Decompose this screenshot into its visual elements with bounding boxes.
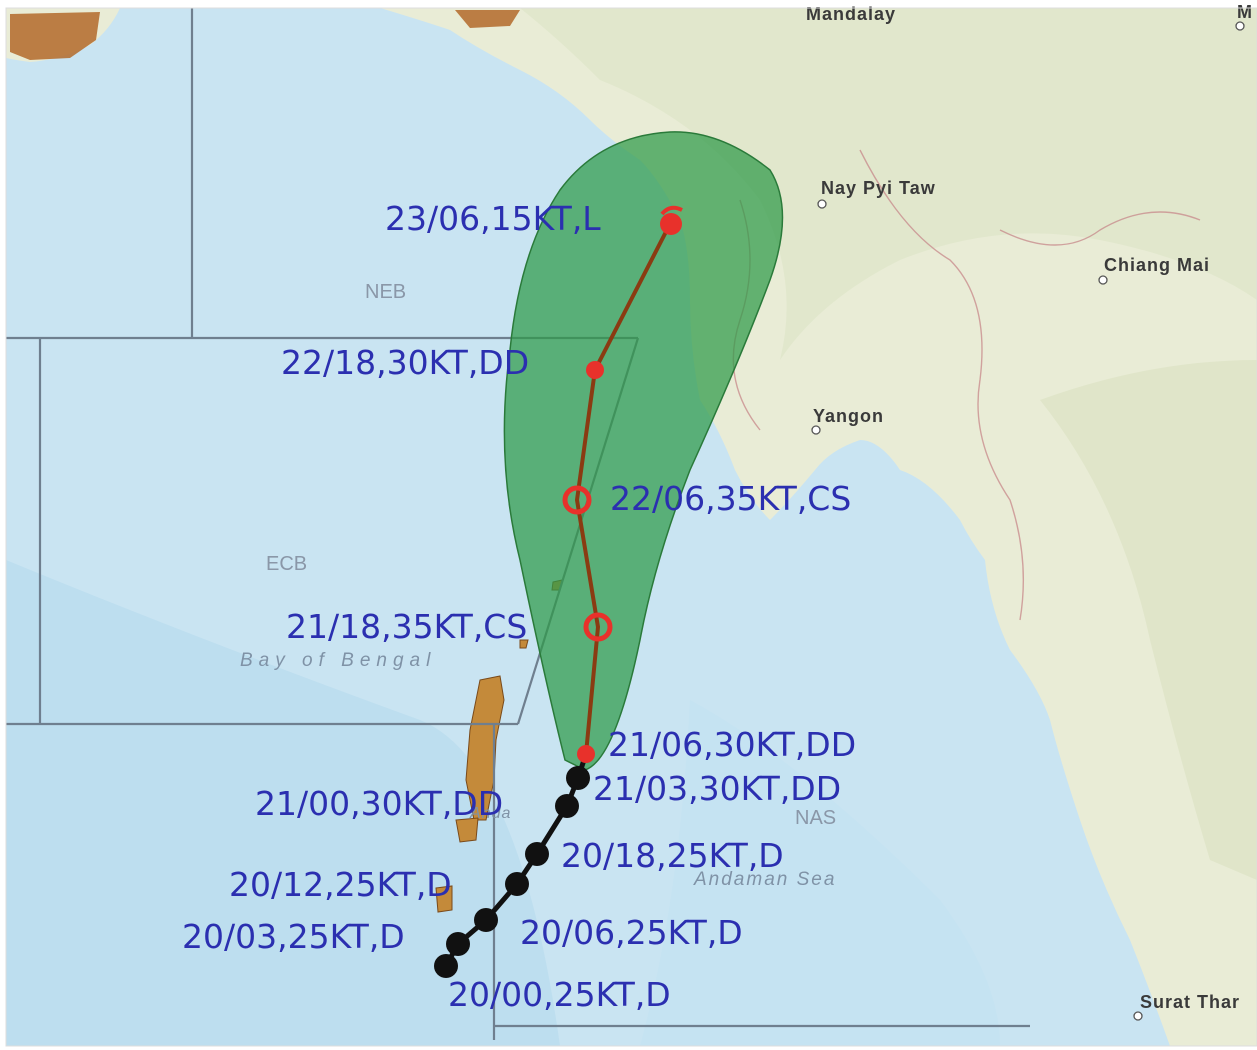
island-label-andaman: Anda	[469, 805, 511, 822]
track-point-21-18	[583, 612, 613, 642]
sea-label-bay-of-bengal: Bay of Bengal	[240, 650, 436, 671]
andaman-shelf	[640, 700, 1000, 1046]
city-marker-yangon	[811, 425, 821, 435]
hill-shading-2	[1040, 360, 1257, 880]
track-point-21-06	[577, 745, 595, 763]
map-frame	[5, 7, 1257, 1047]
bangladesh-patch	[10, 12, 100, 60]
sea-label-andaman-sea: Andaman Sea	[693, 869, 836, 890]
track-label-20-18: 20/18,25KT,D	[561, 836, 784, 875]
track-label-21-06: 21/06,30KT,DD	[608, 725, 856, 764]
observed-points	[434, 766, 590, 978]
north-patch	[455, 10, 520, 28]
hill-shading	[520, 8, 1257, 360]
track-label-21-18: 21/18,35KT,CS	[286, 607, 527, 646]
city-label-mandalay: Mandalay	[806, 4, 896, 24]
city-marker-naypyitaw	[817, 199, 827, 209]
zone-label-neb: NEB	[365, 281, 406, 303]
track-point-20-18	[525, 842, 549, 866]
city-marker-m	[1235, 21, 1245, 31]
city-markers	[811, 21, 1245, 1021]
city-label-chiangmai: Chiang Mai	[1104, 255, 1210, 275]
track-label-21-00: 21/00,30KT,DD	[255, 784, 503, 823]
track-label-22-18: 22/18,30KT,DD	[281, 343, 529, 382]
track-label-20-00: 20/00,25KT,D	[448, 975, 671, 1014]
city-label-yangon: Yangon	[813, 406, 884, 426]
city-label-surat: Surat Thar	[1140, 992, 1240, 1012]
forecast-cone	[503, 131, 784, 771]
city-marker-surat	[1133, 1011, 1143, 1021]
track-point-22-18	[586, 361, 604, 379]
track-point-20-06	[474, 908, 498, 932]
track-label-21-03: 21/03,30KT,DD	[593, 769, 841, 808]
track-point-20-03	[446, 932, 470, 956]
andaman-islands	[435, 579, 563, 913]
track-point-22-06	[562, 485, 592, 515]
zone-label-nas: NAS	[795, 807, 836, 829]
track-point-21-00	[555, 794, 579, 818]
zone-label-ecb: ECB	[266, 553, 307, 575]
track-label-22-06: 22/06,35KT,CS	[610, 479, 851, 518]
track-label-20-06: 20/06,25KT,D	[520, 913, 743, 952]
forecast-track-line	[574, 221, 673, 755]
track-point-21-03	[566, 766, 590, 790]
track-label-23-06: 23/06,15KT,L	[385, 199, 601, 238]
city-label-m: M	[1237, 2, 1253, 22]
track-point-20-00	[434, 954, 458, 978]
deep-water	[6, 560, 560, 1046]
track-point-20-12	[505, 872, 529, 896]
city-label-naypyitaw: Nay Pyi Taw	[821, 178, 936, 198]
track-label-20-12: 20/12,25KT,D	[229, 865, 452, 904]
mainland	[380, 8, 1257, 1046]
track-label-20-03: 20/03,25KT,D	[182, 917, 405, 956]
low-pressure-symbol-icon	[660, 205, 683, 235]
city-marker-chiangmai	[1098, 275, 1108, 285]
